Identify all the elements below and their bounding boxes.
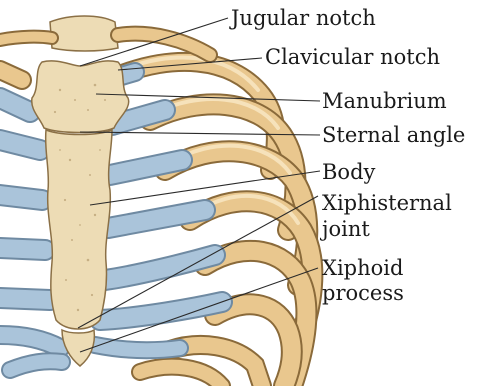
- label-jugular-notch: Jugular notch: [229, 6, 376, 30]
- label-xiphoid-line-2: process: [322, 281, 404, 305]
- label-clavicular-notch: Clavicular notch: [265, 45, 440, 69]
- label-manubrium: Manubrium: [322, 89, 447, 113]
- label-xiphoid-line-1: Xiphoid: [322, 256, 403, 280]
- manubrium-bone: [32, 61, 129, 133]
- label-xiphisternal-line-1: Xiphisternal: [322, 191, 452, 215]
- sternal-body-bone: [46, 130, 112, 329]
- label-sternal-angle: Sternal angle: [322, 123, 465, 147]
- label-xiphisternal-line-2: joint: [319, 217, 370, 241]
- label-body: Body: [322, 160, 376, 184]
